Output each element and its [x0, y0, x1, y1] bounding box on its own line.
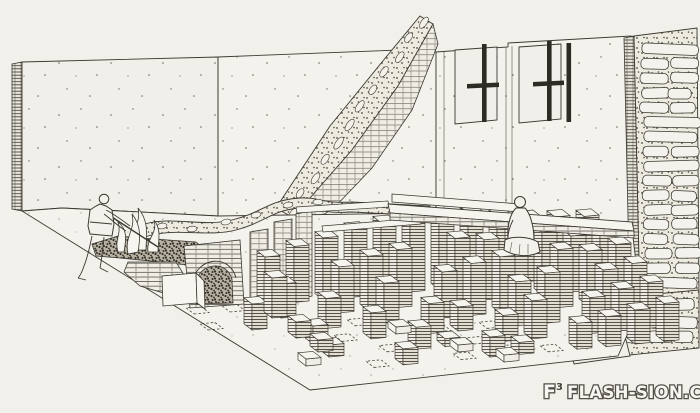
window-2-mullion [547, 41, 552, 121]
masonry-stone [670, 190, 697, 203]
pila-stack [243, 296, 268, 331]
masonry-stone [670, 71, 699, 84]
masonry-stone [643, 159, 700, 173]
pila-stack [309, 332, 334, 353]
masonry-stone [643, 233, 669, 246]
masonry-stone [674, 262, 700, 275]
pila-imprint [198, 321, 225, 331]
bather-drapery [503, 236, 541, 257]
pila-stack [263, 270, 288, 319]
pila-stack [523, 292, 548, 340]
bather-head [514, 196, 526, 208]
pila-stack [297, 351, 322, 367]
watermark-logo-f: F [543, 381, 556, 403]
pila-stack [287, 314, 312, 339]
channel-stones [156, 198, 324, 233]
white-block [161, 272, 206, 310]
window-2-jamb-post [566, 43, 572, 122]
masonry-stone [674, 247, 700, 259]
masonry-stone [639, 72, 669, 85]
pila-imprint [538, 343, 565, 353]
ruin-stone [395, 51, 405, 63]
masonry-stone [641, 189, 670, 202]
fire-flames [116, 207, 160, 255]
masonry-stone [670, 57, 699, 69]
masonry-stone [643, 218, 670, 231]
masonry-stone [670, 145, 700, 158]
masonry-stone [642, 174, 672, 187]
left-wall [11, 56, 219, 217]
stoker-head [98, 193, 110, 205]
ruin-stone [333, 136, 344, 150]
window-wall [435, 35, 634, 227]
ruin-stone [379, 66, 389, 78]
pila-stack [626, 302, 651, 345]
rubble-stones [639, 42, 700, 290]
pila-imprint [220, 303, 247, 313]
pila-imprint [364, 359, 391, 368]
masonry-stone [671, 218, 698, 230]
masonry-stone [641, 42, 699, 56]
window-2-transom [533, 80, 564, 87]
pila-stack [362, 304, 387, 340]
masonry-stone [643, 130, 698, 144]
pila-stack [387, 319, 412, 335]
pila-stack [510, 334, 535, 356]
pila-imprint [184, 305, 211, 315]
window-2 [518, 41, 572, 124]
ruin-stones [287, 16, 429, 221]
pila-stack [449, 299, 474, 332]
stoker-arms [103, 209, 131, 232]
ruin-stone [320, 153, 330, 165]
stoker-figure [77, 193, 159, 281]
masonry-stone [672, 174, 700, 187]
masonry-stone [644, 247, 673, 260]
window-1 [454, 44, 499, 125]
pila-stack [495, 347, 520, 363]
masonry-stone [670, 204, 700, 217]
window-1-mullion [482, 44, 487, 122]
wall-panel-joints [443, 46, 513, 222]
pila-stack [597, 308, 622, 348]
flash-logo-mark: 3 [556, 382, 563, 393]
masonry-stone [672, 233, 700, 246]
ruin-stone [419, 16, 429, 29]
pila-stack [449, 337, 474, 353]
pila-stack [481, 329, 506, 358]
ruin-stone [295, 188, 305, 199]
ruin-stone [354, 100, 365, 113]
left-wall-cut-edge [11, 61, 23, 212]
ruin-stone [344, 118, 355, 132]
pila-stack [394, 340, 419, 366]
bather-figure [503, 196, 541, 257]
floor-beams [295, 200, 422, 233]
pila-imprint [332, 333, 359, 342]
masonry-stone [640, 57, 670, 70]
ruin-stone [310, 172, 321, 185]
masonry-stone [642, 145, 669, 158]
ruin-stone [404, 32, 413, 43]
masonry-stone [667, 88, 692, 100]
masonry-stone [669, 102, 696, 114]
pila-imprint [451, 351, 478, 361]
masonry-stone [643, 262, 671, 274]
watermark: F 3 FLASH-SION.CH [542, 380, 700, 405]
ruin-stone [368, 84, 378, 95]
masonry-stone [643, 116, 700, 129]
pila-stack [655, 295, 680, 343]
stoker-legs [77, 235, 109, 281]
masonry-stone [639, 101, 670, 114]
pila-imprint [426, 323, 453, 333]
masonry-stone [641, 87, 671, 100]
masonry-stone [643, 203, 674, 216]
watermark-domain-text: FLASH-SION.CH [567, 383, 700, 402]
window-1-transom [467, 82, 499, 89]
stoker-tunic [87, 203, 115, 237]
pila-stack [568, 315, 593, 350]
